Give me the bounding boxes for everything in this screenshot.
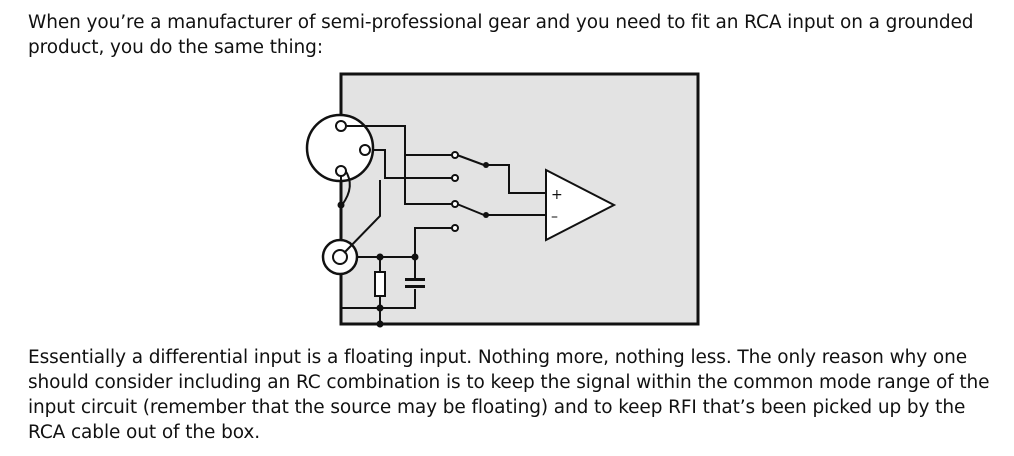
xlr-pin-1: [335, 165, 347, 177]
junction-dot: [376, 304, 384, 312]
rca-connector-inner: [332, 249, 348, 265]
switch-2-pivot: [483, 212, 489, 218]
junction-dot: [337, 201, 345, 209]
junction-dot: [376, 253, 384, 261]
switch-1-contact-a: [451, 151, 459, 159]
xlr-pin-2: [335, 120, 347, 132]
switch-1-pivot: [483, 162, 489, 168]
plus-input-wire: [486, 164, 546, 194]
switch-1-contact-b: [451, 174, 459, 182]
capacitor-plate-top: [405, 278, 425, 281]
opamp-minus-sign: –: [551, 209, 558, 225]
op-amp: [545, 168, 617, 242]
switch-input-wire: [404, 155, 455, 205]
enclosure-box: [339, 72, 700, 326]
xlr-pin3-wire: [373, 149, 455, 179]
switch-1-blade: [456, 154, 485, 166]
rca-signal-wire: [343, 180, 381, 254]
xlr-pin-3: [359, 144, 371, 156]
resistor: [374, 271, 386, 297]
intro-paragraph: When you’re a manufacturer of semi-profe…: [28, 12, 974, 58]
rca-shield-wire: [357, 227, 455, 258]
xlr-pin2-wire: [347, 125, 455, 156]
capacitor-plate-bottom: [405, 285, 425, 288]
body-paragraph: Essentially a differential input is a fl…: [28, 347, 990, 443]
switch-2-contact-b: [451, 224, 459, 232]
capacitor-leads: [380, 257, 416, 309]
junction-dot: [376, 320, 384, 328]
junction-dot: [411, 253, 419, 261]
switch-2-blade: [456, 203, 485, 216]
opamp-plus-sign: +: [551, 187, 563, 203]
switch-2-contact-a: [451, 200, 459, 208]
